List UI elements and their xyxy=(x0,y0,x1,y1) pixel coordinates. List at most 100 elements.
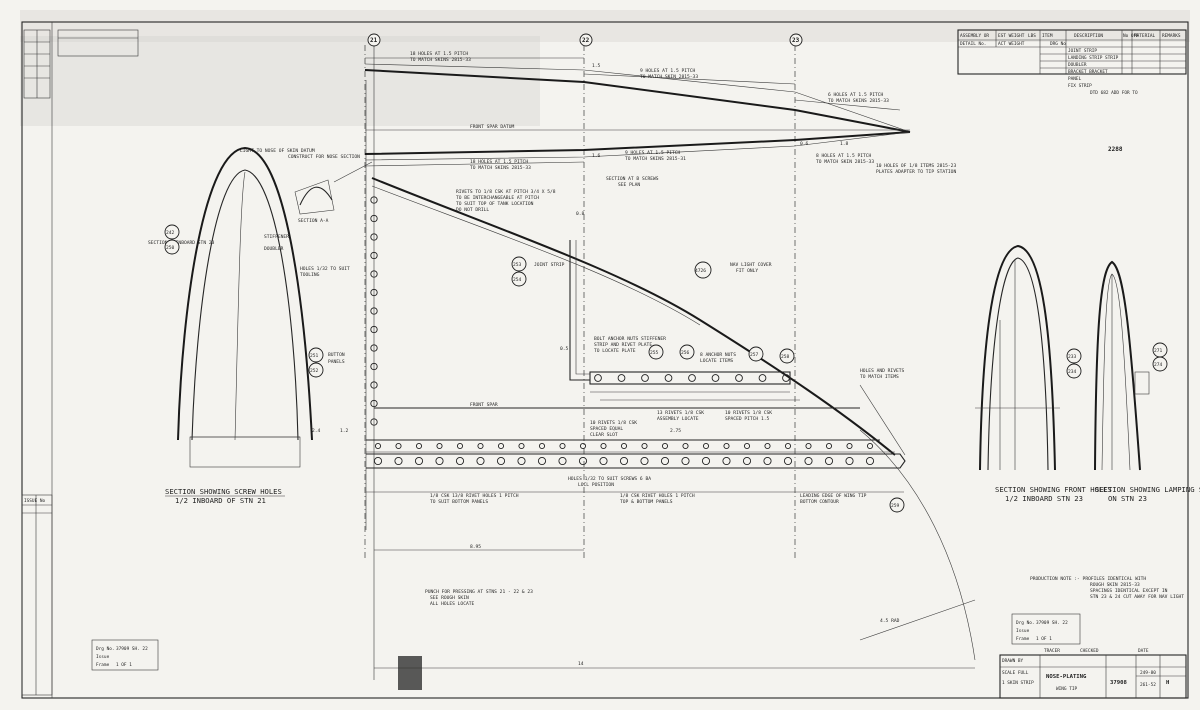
rivet-note-2: TO BE INTERCHANGEABLE AT PITCH xyxy=(456,195,539,201)
rivet-hole-note-mid: 1/8 CSK RIVET HOLES 1 PITCH xyxy=(620,493,695,499)
remarks-column-header: REMARKS xyxy=(1162,33,1181,39)
leading-edge-note-2: BOTTOM CONTOUR xyxy=(800,499,839,505)
holes-suit-screws-note: HOLES 1/32 TO SUIT SCREWS 6 BA xyxy=(568,476,651,482)
punch-note-2: SEE ROUGH SKIN xyxy=(430,595,469,601)
item-number-257: 257 xyxy=(750,352,759,358)
item-number-259: 259 xyxy=(891,503,900,509)
screw-hole xyxy=(496,456,506,466)
rivet-hole xyxy=(784,442,792,450)
stiffener-label: STIFFENER xyxy=(264,234,289,240)
button-label: BUTTON xyxy=(328,352,345,358)
station-23-label: 23 xyxy=(792,37,800,44)
lbs-label: LBS xyxy=(1028,33,1036,39)
dimension-14: 14 xyxy=(578,661,584,667)
holes-match-note: HOLES AND RIVETS xyxy=(860,368,904,374)
frame-left-label: Frame xyxy=(96,662,110,668)
screw-hole xyxy=(804,456,813,466)
rivet-hole xyxy=(518,442,525,450)
item-column-header: ITEM xyxy=(1042,33,1053,39)
anchor-nut-hole xyxy=(664,374,673,382)
rivet-hole xyxy=(641,442,648,450)
rivet-row-upper xyxy=(374,442,874,450)
item-number-4726: 4726 xyxy=(695,268,706,274)
dimension-0-6: 0.6 xyxy=(800,141,809,147)
item-bubble-257 xyxy=(748,346,764,362)
screw-hole xyxy=(373,456,383,466)
item-number-256: 256 xyxy=(681,350,690,356)
rivet-hole xyxy=(370,418,378,426)
production-note-4: STN 23 & 24 CUT AWAY FOR NAV LIGHT xyxy=(1090,594,1184,600)
item-bubble-274 xyxy=(1152,356,1168,372)
drg-no-left-label: Drg No. xyxy=(96,646,115,652)
frame-right-label: Frame xyxy=(1016,636,1030,642)
item-bubble-259 xyxy=(889,497,905,513)
rivet-hole xyxy=(395,442,402,450)
left-margin-block: ISSUE No xyxy=(21,29,53,696)
rivet-hole xyxy=(764,442,771,450)
material-column-header: MATERIAL xyxy=(1134,33,1156,39)
station-21-marker xyxy=(367,33,381,47)
item-number-250: 250 xyxy=(166,245,175,251)
anchor-nuts-note: 8 ANCHOR NUTS xyxy=(700,352,736,358)
punch-note: PUNCH FOR PRESSING AT STNS 21 - 22 & 23 xyxy=(425,589,533,595)
right-section-front-holes xyxy=(975,244,1060,471)
station-21-label: 21 xyxy=(370,37,378,44)
screw-hole xyxy=(558,456,567,466)
top-mid-hole-callout-2: TO MATCH SKIN 2815-33 xyxy=(640,74,698,80)
doubler-label: DOUBLER xyxy=(264,246,284,252)
rivet-hole xyxy=(456,442,464,450)
item-number-254: 254 xyxy=(513,277,522,283)
item-number-252: 252 xyxy=(310,368,319,374)
anchor-nuts-note-2: LOCATE ITEMS xyxy=(700,358,733,364)
screw-hole xyxy=(435,456,444,466)
top-mid-hole-callout: 9 HOLES AT 1.5 PITCH xyxy=(640,68,696,74)
leading-edge-profile xyxy=(371,177,976,661)
rivet-hole xyxy=(370,362,378,371)
issue-column-label: ISSUE No xyxy=(24,498,46,504)
section-b-label: SECTION AT B SCREWS xyxy=(606,176,659,182)
production-note-2: ROUGH SKIN 2815-33 xyxy=(1090,582,1140,588)
station-23-marker xyxy=(789,33,803,47)
bolt-anchor-note-2: STRIP AND RIVET PLATE xyxy=(594,342,652,348)
bottom-skin-hole-callout: 18 HOLES AT 1.5 PITCH xyxy=(470,159,528,165)
frame-left-value: 1 OF 1 xyxy=(116,662,132,668)
est-weight-label: EST WEIGHT xyxy=(998,33,1025,39)
top-skin-hole-callout: 18 HOLES AT 1.5 PITCH xyxy=(410,51,468,57)
joint-strip-label: JOINT STRIP xyxy=(534,262,565,268)
scale-label: SCALE FULL xyxy=(1002,670,1029,676)
act-weight-label: ACT WEIGHT xyxy=(998,41,1025,47)
scan-artifact-stamp xyxy=(398,656,422,690)
item-bubble-251 xyxy=(308,347,324,363)
rivet-hole xyxy=(661,442,669,450)
bolt-anchor-note-3: TO LOCATE PLATE xyxy=(594,348,636,354)
rivet-row-lower xyxy=(373,456,875,466)
screw-hole xyxy=(824,456,834,466)
rivet-hole xyxy=(370,307,378,315)
screw-hole xyxy=(681,456,690,466)
tracer-label: TRACER xyxy=(1044,648,1060,654)
left-section-profile xyxy=(177,146,313,468)
rivet-hole xyxy=(415,442,423,450)
parts-row-1: JOINT STRIP xyxy=(1068,48,1097,54)
drg-no-left-value: 37909 SH. 22 xyxy=(116,646,148,652)
section-aa-label: SECTION A-A xyxy=(298,218,329,224)
tip-plate-note-2: PLATES ADAPTER TO TIP STATION xyxy=(876,169,956,175)
item-number-271: 271 xyxy=(1154,348,1163,354)
production-note-3: SPACINGS IDENTICAL EXCEPT IN xyxy=(1090,588,1168,594)
screw-hole xyxy=(701,456,711,466)
revision-letter: H xyxy=(1166,680,1169,686)
left-section-note: SECTION 3 INBOARD STN 23 xyxy=(148,240,215,246)
rivet-hole xyxy=(825,442,833,450)
rivet-note-4: DO NOT DRILL xyxy=(456,207,489,213)
dimension-1-6: 1.6 xyxy=(592,153,601,159)
dimension-1-5: 1.5 xyxy=(592,63,601,69)
bottom-mid-hole-callout-2: TO MATCH SKINS 2815-31 xyxy=(625,156,686,162)
rivet-callout-6: 10 RIVETS 1/8 CSK xyxy=(725,410,772,416)
material-ref-note: DTD 682 ADD FOR TO xyxy=(1090,90,1138,96)
tip-plate-note: 10 HOLES OF 1/8 ITEMS 2815-23 xyxy=(876,163,956,169)
bottom-panel-strip xyxy=(366,439,906,469)
dimension-2-75: 2.75 xyxy=(670,428,681,434)
dimension-8-95: 8.95 xyxy=(470,544,481,550)
top-skin-hole-callout-2: TO MATCH SKINS 2815-33 xyxy=(410,57,471,63)
bottom-right-hole-callout-2: TO MATCH SKIN 2815-33 xyxy=(816,159,874,165)
